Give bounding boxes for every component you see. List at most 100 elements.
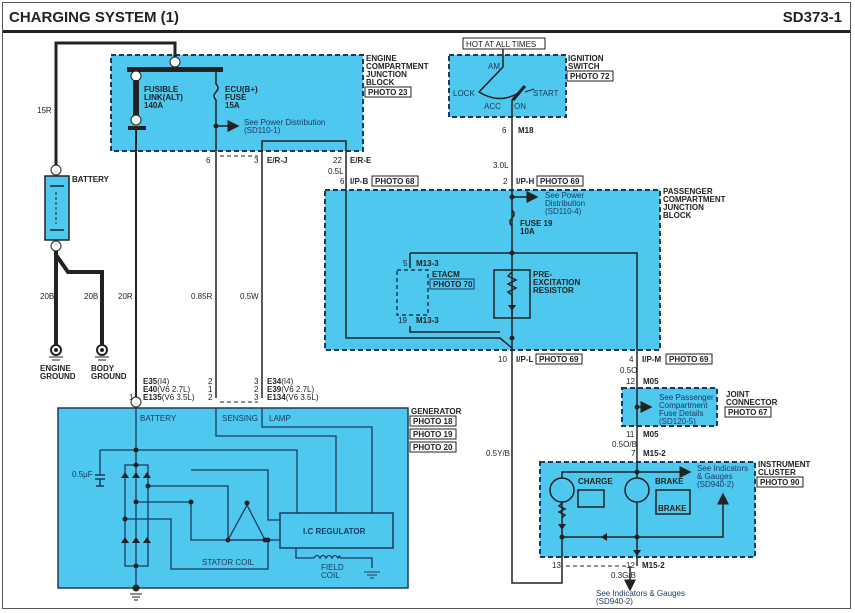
ic-conn-in: M15-2: [643, 449, 666, 458]
ecu-fuse-label-2: FUSE: [225, 93, 247, 102]
fusible-link-label-3: 140A: [144, 101, 163, 110]
ic-see-ind-1[interactable]: See Indicators: [697, 464, 748, 473]
iph-name: I/P-H: [516, 177, 534, 186]
ipl-photo[interactable]: PHOTO 69: [539, 355, 579, 364]
fuse19-label-2: 10A: [520, 227, 535, 236]
page-code: SD373-1: [782, 9, 842, 26]
gen-photo-19[interactable]: PHOTO 19: [413, 430, 453, 439]
wire-03gb: 0.3G/B: [611, 571, 636, 580]
wire-20b-engine: 20B: [40, 292, 54, 301]
ignition-switch-box[interactable]: [448, 54, 567, 118]
see-power-dist-1[interactable]: See Power Distribution: [244, 118, 325, 127]
etacm-box[interactable]: [396, 269, 429, 316]
ic-name-1: INSTRUMENT: [758, 460, 811, 469]
battery-warning-icon: [577, 489, 605, 508]
ignition-photo[interactable]: PHOTO 72: [570, 72, 610, 81]
gen-battery-pin: 1: [129, 393, 134, 402]
ic-photo[interactable]: PHOTO 90: [760, 478, 800, 487]
instrument-cluster-box[interactable]: [539, 461, 756, 558]
ipb-photo[interactable]: PHOTO 68: [375, 177, 415, 186]
capacitor-label: 0.5μF: [72, 470, 93, 479]
engine-ground-icon: [49, 344, 63, 361]
wire-20r: 20R: [118, 292, 133, 301]
wire-05o: 0.5O: [620, 366, 637, 375]
engine-jb-name-1: ENGINE: [366, 54, 397, 63]
header-bar: CHARGING SYSTEM (1) SD373-1: [3, 3, 850, 33]
gen-photo-18[interactable]: PHOTO 18: [413, 417, 453, 426]
jc-name-1: JOINT: [726, 390, 750, 399]
engine-ground-label-2: GROUND: [40, 372, 76, 381]
field-coil-1: FIELD: [321, 563, 344, 572]
body-ground-label-2: GROUND: [91, 372, 127, 381]
brake-lamp-icon: [624, 477, 650, 503]
wire-05l: 0.5L: [328, 167, 344, 176]
wire-05yb: 0.5Y/B: [486, 449, 510, 458]
ipl-name: I/P-L: [516, 355, 533, 364]
see-ind-bottom-2: (SD940-2): [596, 597, 633, 606]
etacm-conn-bottom: M13-3: [416, 316, 439, 325]
passenger-junction-block[interactable]: [324, 189, 661, 351]
gen-conn-left-1: E35(I4): [143, 377, 170, 386]
see-power-dist-4b: Distribution: [545, 199, 585, 208]
see-power-dist-4c: (SD110-4): [545, 207, 582, 216]
jc-pin-top: 12: [626, 377, 635, 386]
regulator-label: I.C REGULATOR: [303, 527, 366, 536]
pjb-name-3: JUNCTION: [663, 203, 704, 212]
passenger-jb-wires: [345, 190, 638, 360]
sensing-pin-i4: 2: [208, 377, 213, 386]
e35: E35: [143, 377, 158, 386]
sensing-pin-v635: 2: [208, 393, 213, 402]
battery-wires: [54, 41, 177, 398]
ignition-name-2: SWITCH: [568, 62, 600, 71]
jc-name-2: CONNECTOR: [726, 398, 778, 407]
ic-name-2: CLUSTER: [758, 468, 796, 477]
ign-acc: ACC: [484, 102, 501, 111]
e135: E135: [143, 393, 162, 402]
ecu-fuse-icon: [213, 72, 219, 160]
engine-jb-photo[interactable]: PHOTO 23: [368, 88, 408, 97]
pin-6: 6: [206, 156, 211, 165]
ipm-pin: 4: [629, 355, 634, 364]
ecu-fuse-label-1: ECU(B+): [225, 85, 258, 94]
engine-jb-wires: [215, 155, 347, 403]
ignition-name-1: IGNITION: [568, 54, 604, 63]
jc-note-1[interactable]: See Passenger: [659, 393, 714, 402]
body-ground-label-1: BODY: [91, 364, 115, 373]
fusible-link-label-2: LINK(ALT): [144, 93, 183, 102]
jc-photo[interactable]: PHOTO 67: [728, 408, 768, 417]
engine-jb-name-2: COMPARTMENT: [366, 62, 429, 71]
gen-conn-left-2: E40(V6 2.7L): [143, 385, 190, 394]
lamp-pin-v627: 2: [254, 385, 259, 394]
see-power-dist-4a[interactable]: See Power: [545, 191, 584, 200]
gen-photo-20[interactable]: PHOTO 20: [413, 443, 453, 452]
wire-05w: 0.5W: [240, 292, 259, 301]
lamp-pin-i4: 3: [254, 377, 259, 386]
ipb-pin: 6: [340, 177, 345, 186]
gen-conn-left-3: E135(V6 3.5L): [143, 393, 195, 402]
etacm-photo[interactable]: PHOTO 70: [433, 280, 473, 289]
battery-label: BATTERY: [72, 175, 110, 184]
pjb-name-2: COMPARTMENT: [663, 195, 726, 204]
ic-regulator: [279, 512, 394, 549]
iph-photo[interactable]: PHOTO 69: [540, 177, 580, 186]
e34-variant: (I4): [281, 377, 293, 386]
ign-lock: LOCK: [453, 89, 475, 98]
ic-see-ind-2: & Gauges: [697, 472, 733, 481]
engine-jb-name-3: JUNCTION: [366, 70, 407, 79]
resistor-label-2: EXCITATION: [533, 278, 580, 287]
iph-pin: 2: [503, 177, 508, 186]
ign-start: START: [533, 89, 559, 98]
terminal-battery: BATTERY: [140, 414, 177, 423]
ic-pin-in: 7: [631, 449, 636, 458]
jc-note-4: (SD120-5): [659, 417, 696, 426]
engine-ground-label-1: ENGINE: [40, 364, 71, 373]
see-ind-bottom-1[interactable]: See Indicators & Gauges: [596, 589, 685, 598]
battery-terminal-bottom: [50, 240, 62, 252]
ign-am: AM: [488, 62, 500, 71]
jc-conn-bottom: M05: [643, 430, 659, 439]
ipm-photo[interactable]: PHOTO 69: [669, 355, 709, 364]
body-ground-icon: [95, 344, 109, 361]
